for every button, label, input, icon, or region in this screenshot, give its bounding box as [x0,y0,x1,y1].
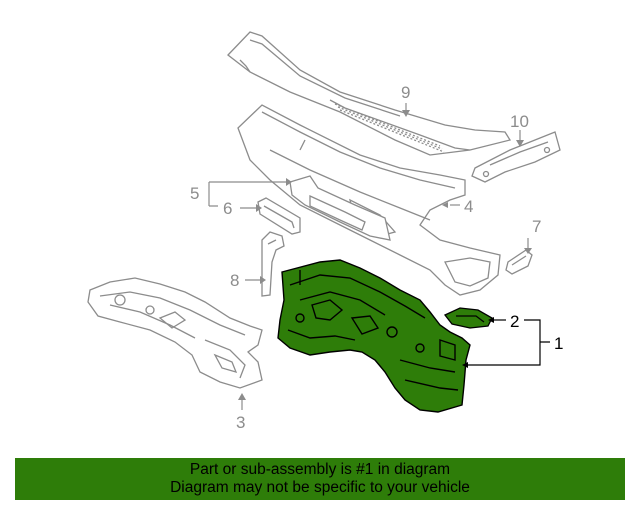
arrowheads [238,110,532,400]
arrow-10 [516,140,524,147]
part-6-insulator-piece[interactable] [257,197,301,235]
arrow-8 [260,276,266,284]
arrow-7 [524,248,532,254]
leader-lines-dark [466,319,550,366]
arrow-1 [462,362,468,368]
banner-line-part: Part or sub-assembly is #1 in diagram [189,461,451,478]
callout-6[interactable]: 6 [223,199,232,218]
part-2-bracket[interactable] [443,307,493,329]
part-8-hose[interactable] [261,231,285,297]
callout-7[interactable]: 7 [532,217,541,236]
part-4-cowl-panel[interactable] [237,104,501,296]
arrowheads-dark [462,317,494,368]
part-9-cowl-grille[interactable] [227,31,512,156]
part-3-instrument-panel[interactable] [87,277,263,389]
callout-4[interactable]: 4 [464,197,473,216]
part-5-insulator[interactable] [289,175,391,241]
callout-9[interactable]: 9 [401,83,410,102]
callout-1[interactable]: 1 [554,334,563,353]
callout-5[interactable]: 5 [190,184,199,203]
arrow-4 [442,202,448,208]
leader-lines [208,103,529,410]
leader-5 [208,181,288,207]
banner-line-disclaimer: Diagram may not be specific to your vehi… [170,479,470,496]
arrow-2 [488,317,494,323]
info-banner: Part or sub-assembly is #1 in diagram Di… [15,458,625,500]
part-1-dash-panel[interactable] [277,259,471,413]
arrow-3 [238,393,246,400]
callout-3[interactable]: 3 [236,413,245,432]
arrow-5 [286,178,292,186]
leader-1 [466,319,550,366]
callout-2[interactable]: 2 [510,312,519,331]
part-10-cowl-end-panel[interactable] [471,131,561,183]
callout-8[interactable]: 8 [230,271,239,290]
arrow-6 [256,204,262,212]
callout-10[interactable]: 10 [510,112,529,131]
arrow-9 [402,110,410,117]
parts-diagram: 9 10 5 6 4 7 8 3 2 1 [87,31,563,432]
